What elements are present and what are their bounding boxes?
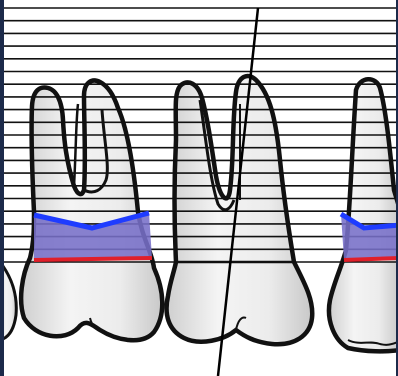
right-partial-tooth — [329, 79, 396, 351]
axis-tooth — [167, 76, 313, 344]
dental-diagram — [4, 0, 396, 376]
diagram-panel — [4, 0, 396, 376]
two-root-molar — [21, 81, 162, 341]
left-partial-tooth — [4, 262, 16, 340]
